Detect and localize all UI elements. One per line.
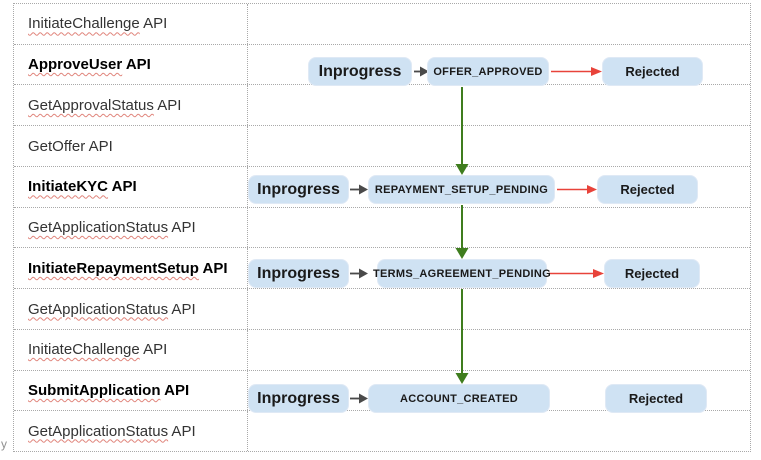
api-label: SubmitApplication API — [14, 370, 248, 411]
table-row: InitiateKYC API — [14, 166, 750, 208]
table-row: GetOffer API — [14, 126, 750, 167]
transition-arrow-green — [455, 87, 469, 175]
inprogress-box: Inprogress — [248, 259, 349, 288]
table-row: GetApplicationStatus API — [14, 207, 750, 249]
state-box: REPAYMENT_SETUP_PENDING — [368, 175, 555, 204]
reject-arrow-red — [557, 185, 597, 194]
table-row: InitiateRepaymentSetup API — [14, 248, 750, 290]
api-table: InitiateChallenge API ApproveUser API Ge… — [13, 3, 751, 452]
reject-arrow-red — [551, 67, 602, 76]
transition-arrow-green — [455, 289, 469, 384]
rejected-box: Rejected — [605, 384, 707, 413]
api-suffix: API — [168, 219, 196, 237]
api-name: GetApprovalStatus — [28, 96, 154, 114]
reject-arrow-red — [549, 269, 604, 278]
flow-arrow-gray — [414, 66, 429, 77]
state-box: OFFER_APPROVED — [427, 57, 549, 86]
api-suffix: API — [160, 381, 190, 399]
clipped-text-fragment: y — [1, 437, 7, 451]
api-suffix: API — [168, 422, 196, 440]
flow-arrow-gray — [350, 268, 368, 279]
api-name: InitiateKYC — [28, 178, 109, 196]
state-box: TERMS_AGREEMENT_PENDING — [373, 259, 551, 288]
flow-arrow-gray — [350, 184, 368, 195]
api-suffix: API — [139, 15, 168, 33]
api-suffix: API — [139, 341, 168, 359]
api-label: GetApprovalStatus API — [14, 85, 248, 126]
inprogress-box: Inprogress — [248, 384, 349, 413]
api-name: SubmitApplication — [28, 381, 161, 399]
table-row: GetApprovalStatus API — [14, 85, 750, 127]
api-name: GetApplicationStatus — [28, 422, 169, 440]
api-suffix: API — [168, 300, 196, 318]
api-name: GetOffer — [28, 137, 86, 155]
api-label: GetOffer API — [14, 126, 248, 166]
rejected-box: Rejected — [602, 57, 703, 86]
table-row: GetApplicationStatus API — [14, 411, 750, 452]
flow-arrow-gray — [350, 393, 368, 404]
api-name: InitiateChallenge — [28, 341, 140, 359]
api-label: GetApplicationStatus API — [14, 207, 248, 248]
table-row: GetApplicationStatus API — [14, 289, 750, 330]
api-label: ApproveUser API — [14, 44, 248, 85]
api-name: GetApplicationStatus — [28, 300, 169, 318]
table-row: InitiateChallenge API — [14, 4, 750, 45]
api-label: InitiateKYC API — [14, 166, 248, 207]
api-label: GetApplicationStatus API — [14, 289, 248, 329]
api-suffix: API — [122, 56, 151, 74]
rejected-box: Rejected — [597, 175, 698, 204]
inprogress-box: Inprogress — [248, 175, 349, 204]
api-label: InitiateChallenge API — [14, 329, 248, 370]
api-suffix: API — [153, 96, 182, 114]
api-label: InitiateChallenge API — [14, 4, 248, 44]
state-box: ACCOUNT_CREATED — [368, 384, 550, 413]
api-name: ApproveUser — [28, 56, 123, 74]
transition-arrow-green — [455, 205, 469, 259]
api-label: InitiateRepaymentSetup API — [14, 248, 248, 289]
api-suffix: API — [198, 259, 228, 277]
api-name: InitiateRepaymentSetup — [28, 259, 199, 277]
api-name: InitiateChallenge — [28, 15, 140, 33]
api-suffix: API — [108, 178, 137, 196]
api-name: GetApplicationStatus — [28, 219, 169, 237]
table-row: InitiateChallenge API — [14, 329, 750, 371]
inprogress-box: Inprogress — [308, 57, 412, 86]
api-suffix: API — [85, 137, 113, 155]
rejected-box: Rejected — [604, 259, 700, 288]
api-label: GetApplicationStatus API — [14, 411, 248, 452]
